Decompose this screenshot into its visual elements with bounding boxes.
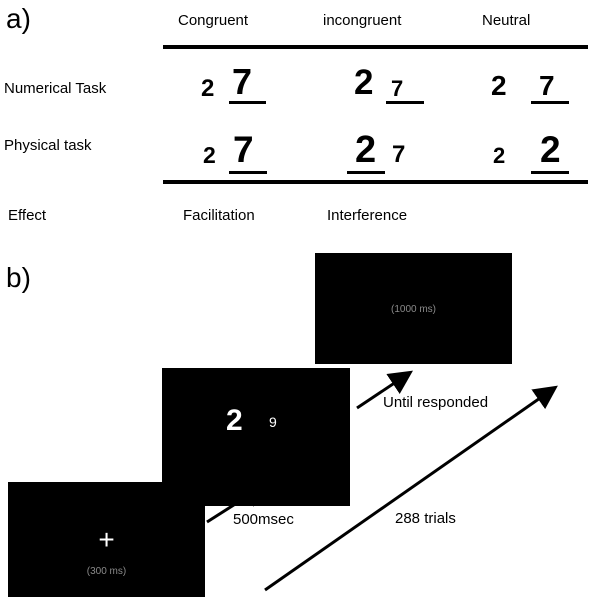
stimulus-digit-left: 2	[226, 404, 243, 437]
digit-physical-congruent-right: 7	[233, 129, 254, 170]
stimulus-digit-right: 9	[269, 414, 277, 430]
underline-numerical-incongruent	[386, 101, 424, 104]
row-label-physical-task: Physical task	[4, 137, 92, 154]
column-header-neutral: Neutral	[482, 12, 531, 29]
label-500msec: 500msec	[233, 511, 294, 528]
underline-numerical-congruent	[229, 101, 266, 104]
underline-physical-incongruent	[347, 171, 385, 174]
digit-physical-incongruent-right: 7	[392, 141, 406, 168]
underline-physical-congruent	[229, 171, 267, 174]
top-rule	[163, 45, 588, 49]
label-288-trials: 288 trials	[395, 510, 456, 527]
column-header-incongruent: incongruent	[323, 12, 402, 29]
effect-interference: Interference	[327, 207, 408, 224]
digit-numerical-incongruent-left: 2	[354, 63, 374, 102]
fixation-screen: + (300 ms)	[8, 482, 205, 597]
fixation-duration: (300 ms)	[86, 566, 127, 577]
label-until-responded: Until responded	[383, 394, 489, 411]
digit-physical-neutral-right: 2	[540, 129, 561, 170]
underline-physical-neutral	[531, 171, 569, 174]
digit-physical-neutral-left: 2	[493, 143, 506, 168]
underline-numerical-neutral	[531, 101, 569, 104]
digit-numerical-neutral-right: 7	[539, 70, 555, 101]
fixation-cross: +	[98, 524, 115, 555]
panel-b-label: b)	[6, 262, 31, 293]
digit-numerical-neutral-left: 2	[491, 70, 507, 101]
digit-numerical-incongruent-right: 7	[391, 76, 404, 101]
digit-physical-incongruent-left: 2	[355, 129, 377, 171]
digit-numerical-congruent-left: 2	[201, 75, 215, 102]
effect-label: Effect	[8, 207, 47, 224]
row-label-numerical-task: Numerical Task	[4, 80, 107, 97]
column-header-congruent: Congruent	[178, 12, 249, 29]
blank-duration: (1000 ms)	[390, 304, 436, 315]
bottom-rule	[163, 180, 588, 184]
effect-facilitation: Facilitation	[183, 207, 255, 224]
digit-physical-congruent-left: 2	[203, 142, 216, 168]
digit-numerical-congruent-right: 7	[232, 61, 253, 102]
panel-a-label: a)	[6, 3, 31, 34]
blank-screen: (1000 ms)	[315, 253, 512, 364]
